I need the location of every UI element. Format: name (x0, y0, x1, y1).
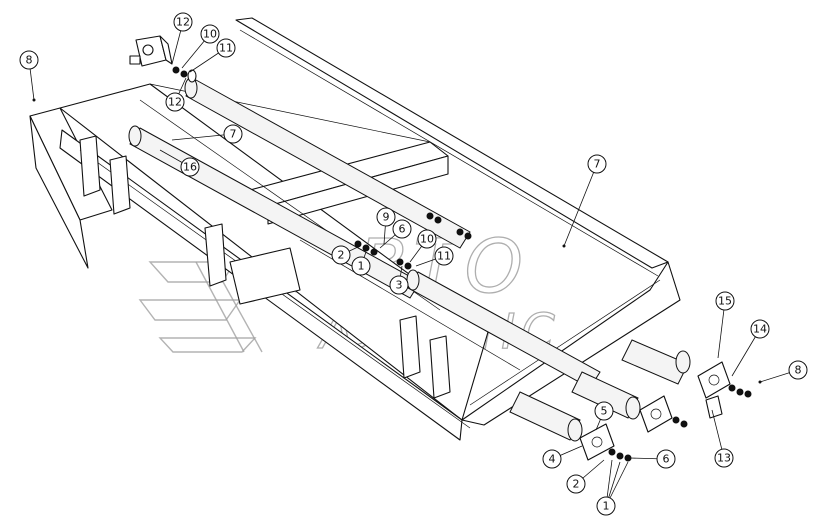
callout-7-left: 7 (223, 124, 243, 144)
callout-13: 13 (714, 448, 734, 468)
callout-label: 10 (203, 28, 217, 41)
callout-label: 16 (183, 161, 197, 174)
callout-label: 5 (601, 405, 608, 418)
callouts: 12 10 11 12 8 7 16 7 9 6 2 1 10 11 3 15 … (19, 12, 808, 516)
callout-12-top: 12 (173, 12, 193, 32)
callout-9: 9 (376, 207, 396, 227)
callout-6-mid: 6 (392, 219, 412, 239)
callout-label: 12 (176, 16, 190, 29)
callout-6-bottom: 6 (656, 449, 676, 469)
callout-label: 2 (338, 249, 345, 262)
callout-label: 7 (594, 158, 601, 171)
callout-11-mid: 11 (434, 246, 454, 266)
callout-label: 12 (168, 96, 182, 109)
callout-2-bottom: 2 (566, 474, 586, 494)
callout-label: 2 (573, 478, 580, 491)
callout-12-mid: 12 (165, 92, 185, 112)
callout-label: 8 (795, 364, 802, 377)
callout-label: 11 (437, 250, 451, 263)
roller-front-1 (509, 391, 583, 442)
callout-label: 14 (753, 323, 767, 336)
roller-front-3 (621, 339, 691, 385)
callout-label: 11 (219, 42, 233, 55)
roller-front-2 (571, 371, 641, 420)
callout-8-right: 8 (788, 360, 808, 380)
callout-2-mid: 2 (331, 245, 351, 265)
callout-label: 1 (603, 500, 610, 513)
callout-11-top: 11 (216, 38, 236, 58)
callout-label: 7 (230, 128, 237, 141)
callout-1-bottom: 1 (596, 496, 616, 516)
callout-10-mid: 10 (417, 229, 437, 249)
callout-7-right: 7 (587, 154, 607, 174)
callout-label: 9 (383, 211, 390, 224)
callout-label: 6 (399, 223, 406, 236)
callout-label: 15 (718, 295, 732, 308)
callout-label: 4 (549, 453, 556, 466)
callout-15: 15 (715, 291, 735, 311)
callout-1-mid: 1 (351, 256, 371, 276)
callout-label: 1 (358, 260, 365, 273)
frame-assembly (29, 17, 681, 441)
callout-3: 3 (389, 275, 409, 295)
callout-16: 16 (180, 157, 200, 177)
callout-8-left: 8 (19, 50, 39, 70)
gearbox (129, 35, 173, 67)
roller-top-left (184, 77, 471, 249)
callout-label: 13 (717, 452, 731, 465)
callout-5: 5 (594, 401, 614, 421)
flange-plates (579, 361, 752, 462)
callout-label: 8 (26, 54, 33, 67)
callout-4: 4 (542, 449, 562, 469)
callout-label: 3 (396, 279, 403, 292)
bearing-parts (172, 66, 472, 270)
callout-label: 6 (663, 453, 670, 466)
callout-14: 14 (750, 319, 770, 339)
callout-label: 10 (420, 233, 434, 246)
callout-10-top: 10 (200, 24, 220, 44)
